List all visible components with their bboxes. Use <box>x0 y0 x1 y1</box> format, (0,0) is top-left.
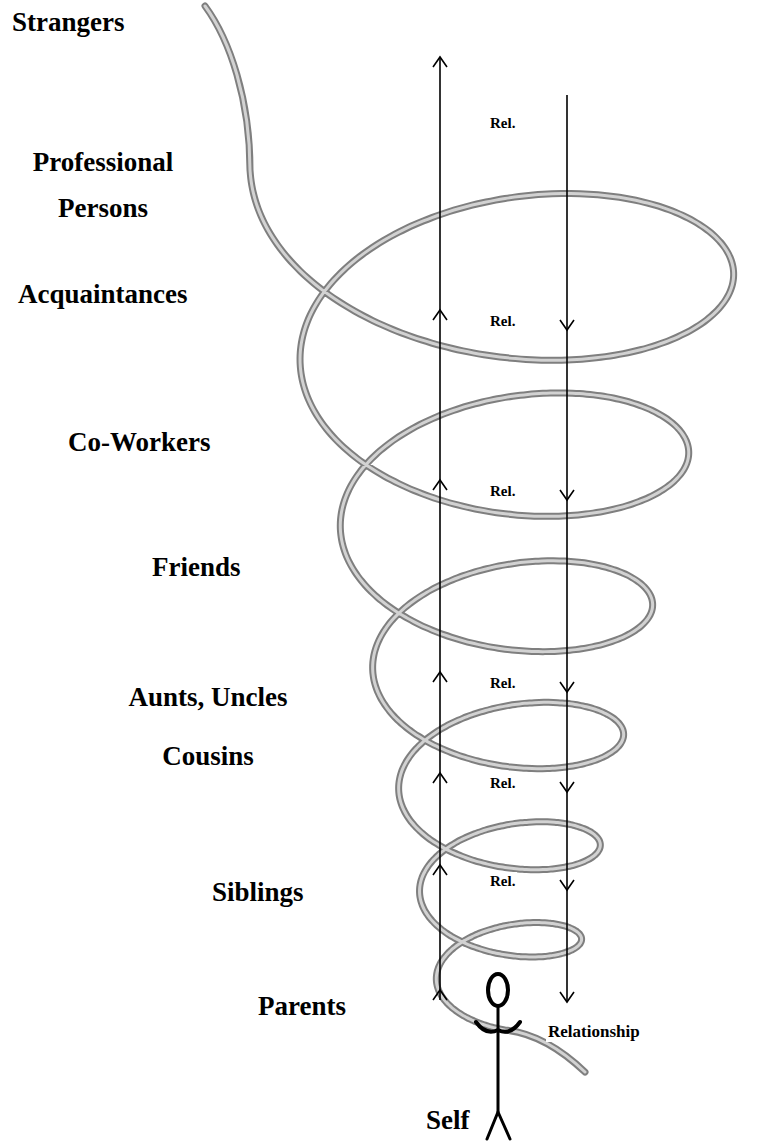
arrow-head <box>560 490 574 500</box>
level-label: Acquaintances <box>16 278 190 310</box>
rel-label: Rel. <box>488 774 517 792</box>
arrow-head <box>560 320 574 330</box>
level-label: Parents <box>256 990 348 1022</box>
figure-head <box>488 974 508 1006</box>
arrow-head <box>560 682 574 692</box>
rel-label: Rel. <box>488 114 517 132</box>
figure-label: Relationship <box>546 1022 642 1042</box>
arrow-head <box>433 865 447 875</box>
figure-legs <box>487 1112 510 1139</box>
rel-label: Rel. <box>488 482 517 500</box>
stick-figure <box>476 974 520 1139</box>
level-label: Siblings <box>210 876 306 908</box>
arrow-head <box>433 310 447 320</box>
figure-arms <box>476 1022 520 1032</box>
level-label: Co-Workers <box>66 426 212 458</box>
arrow-head <box>560 880 574 890</box>
arrow-head <box>433 672 447 682</box>
spiral-core <box>205 6 734 1072</box>
figure-label: Self <box>424 1104 472 1136</box>
arrow-head <box>433 990 447 1000</box>
level-label: Aunts, Uncles Cousins <box>96 668 320 787</box>
level-label: Strangers <box>10 6 126 38</box>
up-arrow-line <box>439 57 441 1000</box>
rel-label: Rel. <box>488 312 517 330</box>
level-label: Friends <box>150 551 243 583</box>
rel-label: Rel. <box>488 872 517 890</box>
relation-arrows <box>433 57 574 1002</box>
figure-body <box>497 1007 500 1112</box>
down-arrow-line <box>566 95 568 1002</box>
rel-label: Rel. <box>488 674 517 692</box>
arrow-head <box>433 773 447 783</box>
arrow-head <box>433 480 447 490</box>
arrow-head <box>560 782 574 792</box>
spiral-outline <box>205 6 734 1072</box>
arrow-head <box>560 992 574 1002</box>
arrow-head <box>433 57 447 67</box>
spiral <box>205 6 734 1072</box>
level-label: Professional Persons <box>6 140 200 232</box>
